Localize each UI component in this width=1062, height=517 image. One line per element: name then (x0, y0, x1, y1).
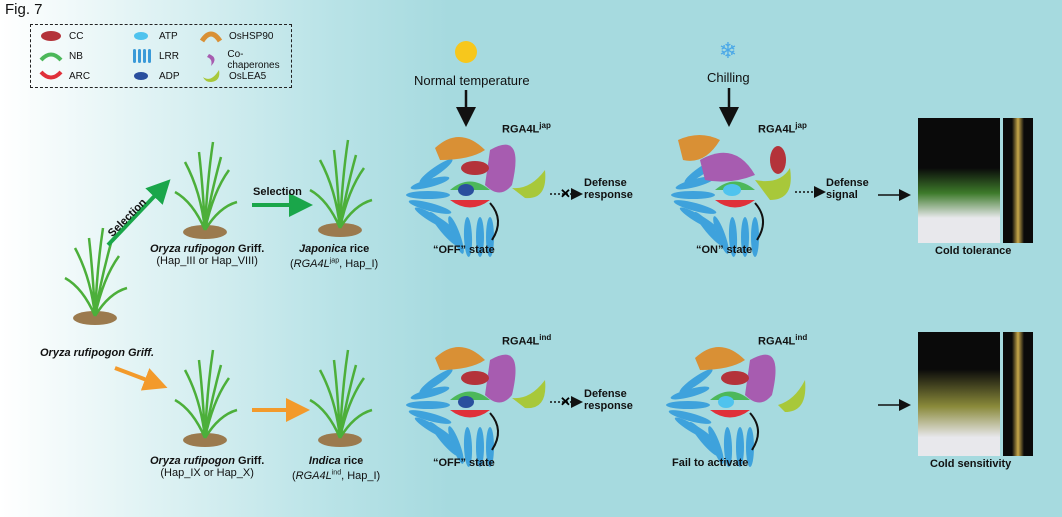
legend: CC NB ARC ATP LRR ADP OsHSP90 Co-chapero… (30, 24, 292, 88)
selection-label-2: Selection (253, 186, 302, 198)
complex-off-ind (405, 346, 546, 469)
rga4l-ind-label-2: RGA4Lind (758, 333, 808, 348)
indica-caption: Indica rice(RGA4Lind, Hap_I) (292, 455, 381, 482)
on-state-label: “ON” state (696, 244, 753, 256)
wild-bottom-caption: Oryza rufipogon Griff.(Hap_IX or Hap_X) (150, 455, 265, 479)
legend-arc: ARC (39, 69, 90, 83)
rga4l-ind-label-1: RGA4Lind (502, 333, 552, 348)
legend-atp: ATP (129, 29, 178, 43)
legend-adp: ADP (129, 69, 180, 83)
rga4l-jap-label-2: RGA4Ljap (758, 121, 807, 136)
fail-to-activate-label: Fail to activate (672, 457, 749, 469)
ancestor-plant (63, 226, 129, 327)
cold-sensitivity-plant-photo (918, 332, 1000, 456)
chilling-label: Chilling (707, 70, 750, 85)
wild-plant-top (173, 140, 239, 241)
snowflake-icon: ❄ (719, 38, 737, 63)
legend-oslea5: OsLEA5 (199, 69, 266, 83)
indica-plant (308, 348, 374, 449)
adp-icon (134, 72, 148, 80)
cold-tolerance-label: Cold tolerance (935, 245, 1012, 257)
complex-fail-ind (665, 346, 806, 469)
block-x-icon: ✕ (560, 394, 571, 409)
cold-tolerance-plant-photo (918, 118, 1000, 243)
co-chaperones-icon (207, 54, 215, 66)
oslea5-icon (203, 70, 220, 82)
japonica-caption: Japonica rice(RGA4Ljap, Hap_I) (290, 243, 379, 270)
figure-label: Fig. 7 (5, 1, 43, 18)
legend-lrr: LRR (129, 49, 179, 63)
atp-icon (134, 32, 148, 40)
orange-arrow-1 (114, 366, 168, 391)
off-state-label-1: “OFF” state (433, 244, 495, 256)
nb-icon (39, 52, 63, 62)
block-x-icon: ✕ (560, 186, 571, 201)
legend-nb: NB (39, 49, 83, 63)
sun-icon (455, 41, 477, 63)
japonica-plant (308, 138, 374, 239)
oshsp90-icon (199, 31, 223, 43)
lrr-icon (133, 49, 151, 63)
selection-arrow-1 (106, 179, 171, 247)
ancestor-caption: Oryza rufipogon Griff. (40, 347, 155, 359)
cold-tolerance-panicle-photo (1003, 118, 1033, 243)
complex-off-jap (405, 136, 546, 259)
cold-sensitivity-label: Cold sensitivity (930, 458, 1012, 470)
rga4l-jap-label-1: RGA4Ljap (502, 121, 551, 136)
legend-oshsp90: OsHSP90 (199, 29, 273, 43)
legend-co-chaperones: Co-chaperones (199, 49, 291, 71)
normal-temperature-label: Normal temperature (414, 73, 530, 88)
legend-cc: CC (39, 29, 83, 43)
arc-icon (39, 70, 63, 80)
complex-on-jap (670, 135, 791, 259)
cc-icon (41, 31, 61, 41)
wild-plant-bottom (173, 348, 239, 449)
wild-top-caption: Oryza rufipogon Griff.(Hap_III or Hap_VI… (150, 243, 265, 267)
off-state-label-2: “OFF” state (433, 457, 495, 469)
cold-sensitivity-panicle-photo (1003, 332, 1033, 456)
